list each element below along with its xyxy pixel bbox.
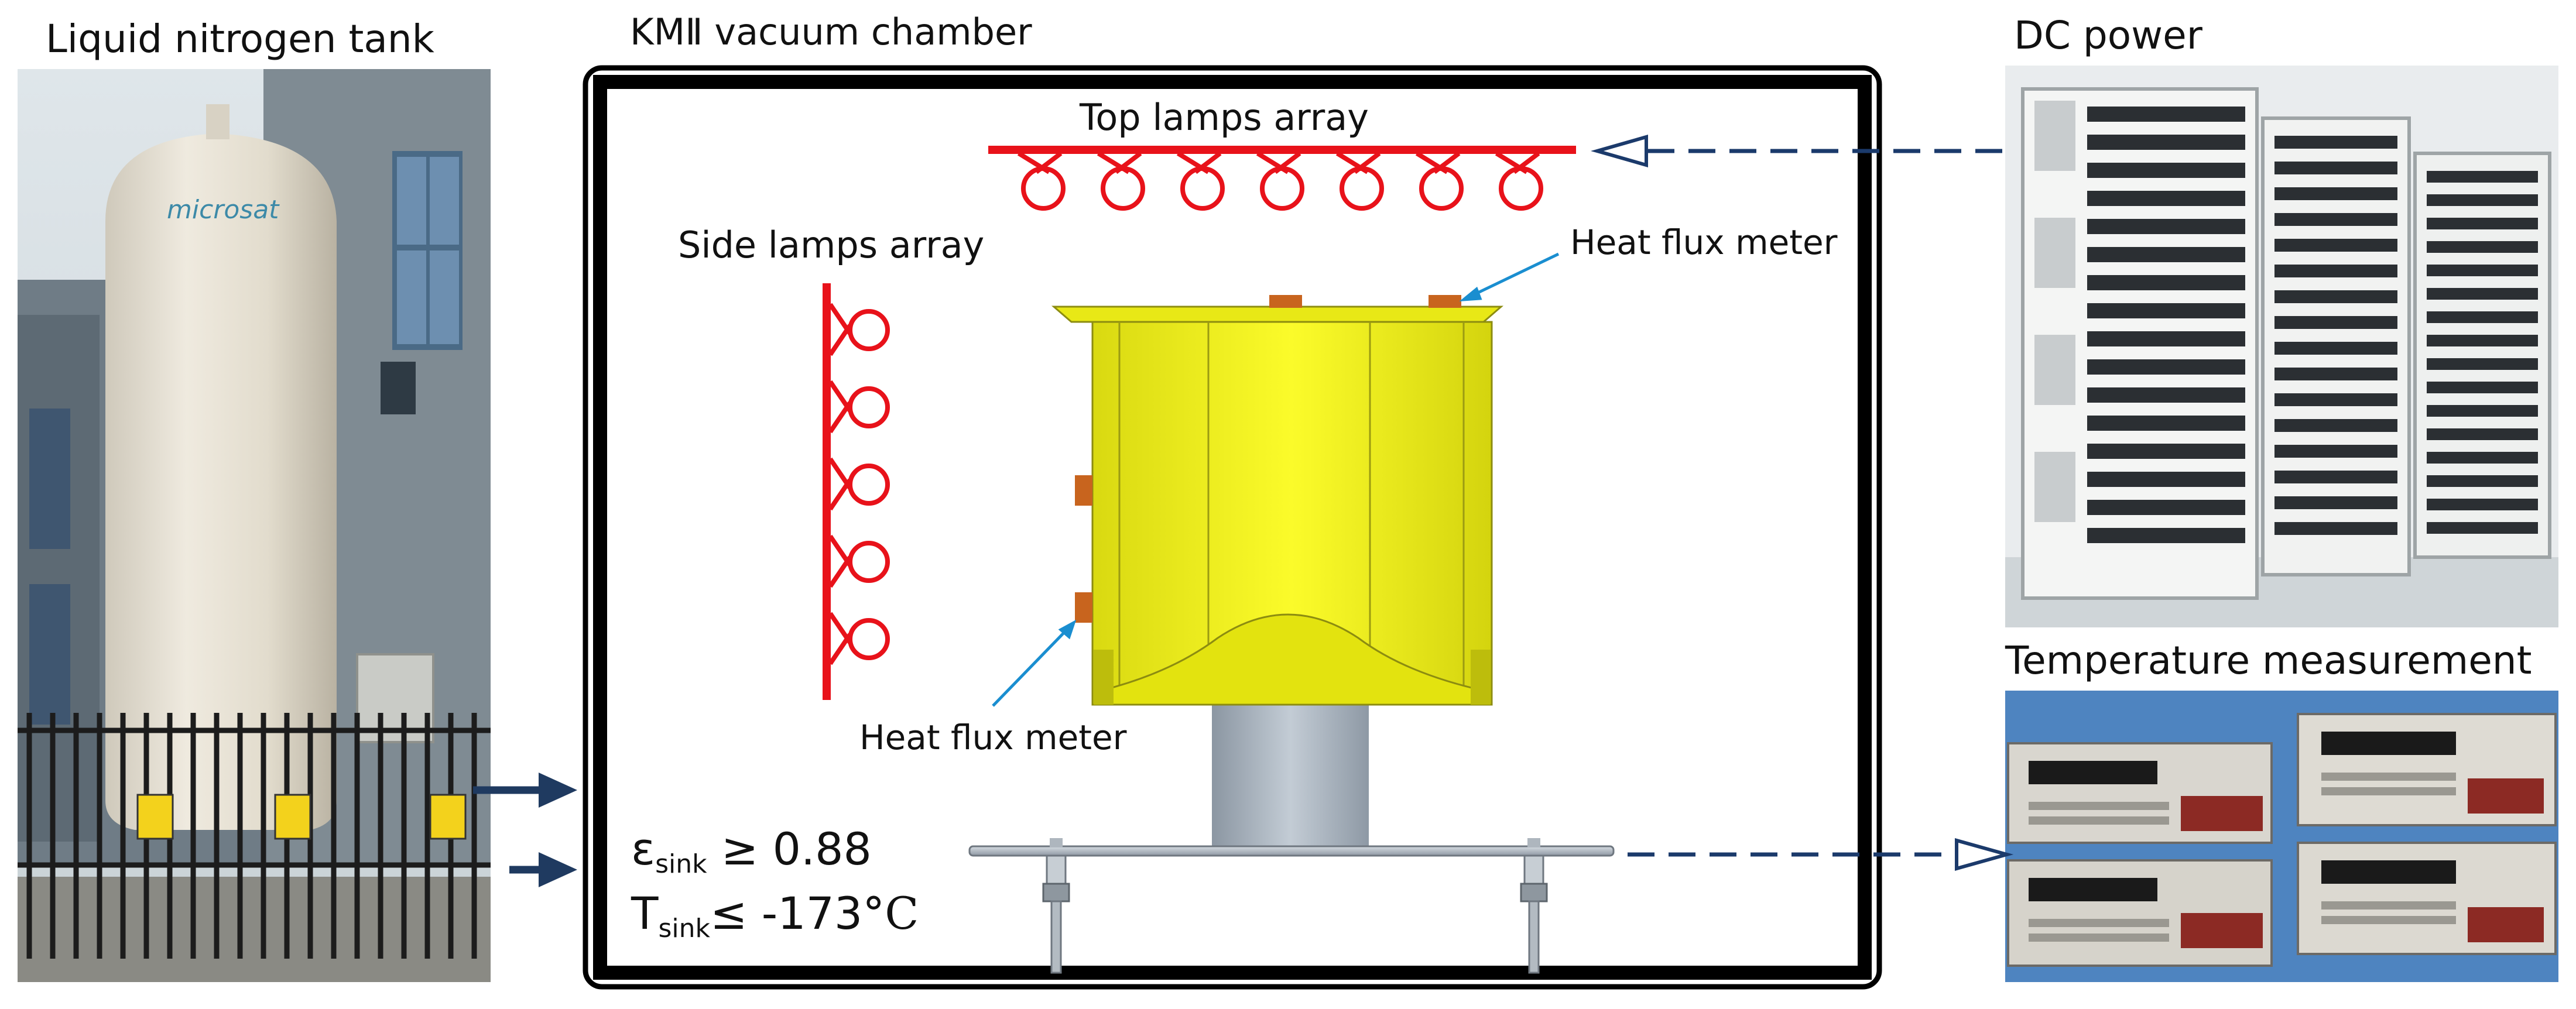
sink-emissivity-readout: εsink ≥ 0.88: [631, 823, 872, 879]
temperature-dashed-arrow: [1628, 838, 2014, 871]
temperature-subscript: sink: [658, 914, 710, 943]
top-lamp: [1495, 151, 1543, 211]
side-lamp: [828, 612, 890, 665]
side-lamps-array: [823, 283, 890, 700]
temperature-measurement-title: Temperature measurement: [2005, 638, 2532, 683]
support-leg-right: [1520, 838, 1548, 974]
side-lamp: [828, 303, 890, 356]
vacuum-chamber-title: KMⅡ vacuum chamber: [630, 11, 1032, 53]
dc-power-title: DC power: [2014, 13, 2202, 58]
top-lamp: [1097, 151, 1145, 211]
support-column: [1212, 703, 1369, 846]
heat-flux-leader-top: [1459, 252, 1560, 302]
sink-temperature-readout: Tsink≤ -173°C: [631, 887, 919, 943]
temperature-relation: ≤ -173: [710, 887, 863, 939]
top-lamp: [1256, 151, 1304, 211]
test-specimen: [1051, 306, 1504, 706]
top-lamps-array: [988, 146, 1576, 211]
temperature-symbol: T: [631, 887, 659, 939]
support-leg-left: [1042, 838, 1070, 974]
side-lamp: [828, 457, 890, 511]
side-lamp: [828, 534, 890, 588]
top-lamp: [1335, 151, 1384, 211]
heat-flux-meter-label-top: Heat flux meter: [1570, 222, 1838, 262]
dc-power-racks-illustration: [2005, 66, 2558, 627]
side-lamps-array-label: Side lamps array: [678, 224, 985, 266]
liquid-nitrogen-tank-title: Liquid nitrogen tank: [46, 16, 434, 61]
top-lamp: [1017, 151, 1066, 211]
top-lamp: [1176, 151, 1225, 211]
dc-power-dashed-arrow: [1591, 135, 2002, 167]
emissivity-subscript: sink: [655, 849, 707, 879]
temperature-measurement-photo: [2005, 691, 2558, 982]
side-lamp: [828, 380, 890, 434]
top-lamp: [1415, 151, 1464, 211]
base-plate: [968, 845, 1615, 857]
multimeters-illustration: [2005, 691, 2558, 982]
emissivity-relation: ≥ 0.88: [707, 823, 872, 875]
tank-logo: microsat: [167, 195, 280, 225]
emissivity-symbol: ε: [631, 823, 656, 875]
tank-photo-illustration: microsat: [18, 69, 491, 982]
dc-power-photo: [2005, 66, 2558, 627]
top-lamps-array-label: Top lamps array: [1080, 96, 1369, 139]
temperature-unit: °C: [862, 887, 919, 939]
heat-flux-meter-label-bottom: Heat flux meter: [859, 718, 1127, 757]
ln2-arrow-lower: [509, 852, 577, 887]
heat-flux-leader-bottom: [992, 619, 1077, 707]
heat-flux-meter-side-1: [1075, 475, 1092, 506]
heat-flux-meter-top-2: [1429, 295, 1461, 308]
liquid-nitrogen-tank-photo: microsat: [18, 69, 491, 982]
heat-flux-meter-side-2: [1075, 592, 1092, 623]
heat-flux-meter-top-1: [1269, 295, 1302, 308]
